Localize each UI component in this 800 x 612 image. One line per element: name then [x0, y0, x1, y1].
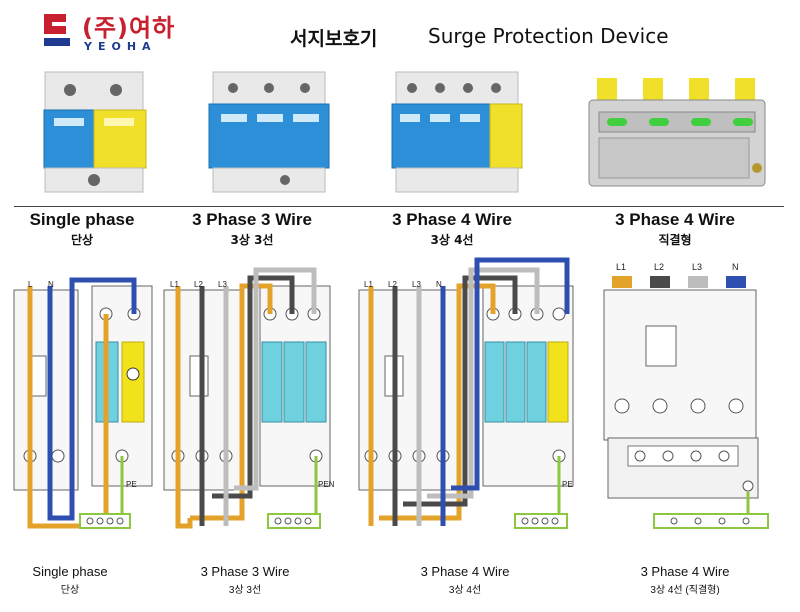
product-photo-single-phase	[43, 71, 147, 193]
caption-single-phase: Single phase 단상	[0, 564, 160, 596]
brand-logo: (주)여하 YEOHA	[40, 10, 220, 56]
column-header-3-phase-4-wire: 3 Phase 4 Wire 3상 4선	[362, 210, 542, 248]
column-header-korean: 직결형	[658, 233, 692, 247]
caption-korean: 3상 4선 (직결형)	[650, 585, 720, 596]
column-header-single-phase: Single phase 단상	[0, 210, 172, 248]
terminal-label: L1	[170, 280, 179, 289]
brand-name: (주)여하	[82, 14, 176, 42]
column-header-3-phase-3-wire: 3 Phase 3 Wire 3상 3선	[162, 210, 342, 248]
title-english: Surge Protection Device	[428, 24, 669, 48]
caption-direct-type: 3 Phase 4 Wire 3상 4선 (직결형)	[595, 564, 775, 596]
terminal-label: L2	[194, 280, 203, 289]
wiring-diagram-3-phase-4-wire	[358, 257, 574, 529]
caption-english: 3 Phase 4 Wire	[420, 564, 510, 579]
product-photo-3-phase-3-wire	[208, 71, 330, 193]
terminal-label: N	[436, 280, 442, 289]
caption-korean: 3상 4선	[448, 585, 482, 596]
terminal-label: L2	[654, 262, 665, 272]
product-photo-3-phase-4-wire	[391, 71, 523, 193]
caption-english: 3 Phase 3 Wire	[200, 564, 290, 579]
terminal-label: N	[732, 262, 739, 272]
column-header-korean: 3상 4선	[430, 233, 474, 247]
column-header-korean: 단상	[70, 233, 94, 247]
column-header-english: Single phase	[29, 210, 135, 229]
terminal-label-pen: PEN	[318, 480, 335, 489]
caption-english: Single phase	[32, 564, 108, 579]
brand-subtitle: YEOHA	[84, 40, 157, 53]
column-header-korean: 3상 3선	[230, 233, 274, 247]
terminal-label: L3	[692, 262, 703, 272]
terminal-label: L3	[218, 280, 227, 289]
terminal-label: L1	[364, 280, 373, 289]
column-header-english: 3 Phase 4 Wire	[615, 210, 735, 229]
terminal-label: L	[28, 280, 33, 289]
column-header-english: 3 Phase 3 Wire	[192, 210, 312, 229]
brand-mark-icon	[44, 14, 70, 46]
column-header-english: 3 Phase 4 Wire	[392, 210, 512, 229]
terminal-label: L3	[412, 280, 421, 289]
title-korean: 서지보호기	[290, 28, 378, 50]
caption-korean: 단상	[60, 585, 80, 596]
wiring-diagram-direct-type	[603, 276, 769, 529]
terminal-label: L1	[616, 262, 627, 272]
caption-english: 3 Phase 4 Wire	[640, 564, 730, 579]
caption-3-phase-4-wire: 3 Phase 4 Wire 3상 4선	[375, 564, 555, 596]
section-divider	[14, 206, 784, 207]
product-photo-direct-type	[588, 78, 766, 187]
wiring-diagram-single-phase	[13, 277, 153, 529]
terminal-label: L2	[388, 280, 397, 289]
caption-3-phase-3-wire: 3 Phase 3 Wire 3상 3선	[155, 564, 335, 596]
terminal-label-pe: PE	[126, 480, 137, 489]
terminal-label: N	[48, 280, 54, 289]
terminal-label-pe: PE	[562, 480, 573, 489]
caption-korean: 3상 3선	[228, 585, 262, 596]
column-header-direct-type: 3 Phase 4 Wire 직결형	[585, 210, 765, 248]
wiring-diagram-3-phase-3-wire	[163, 267, 331, 529]
